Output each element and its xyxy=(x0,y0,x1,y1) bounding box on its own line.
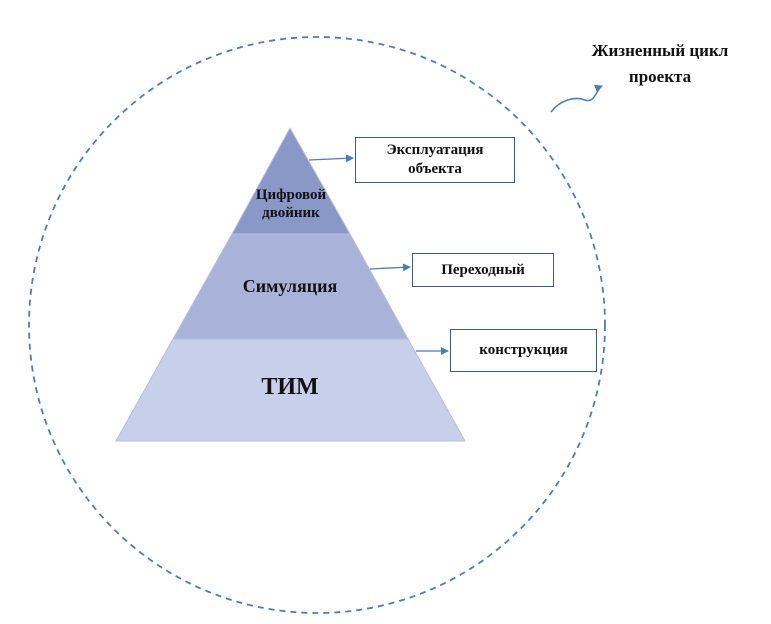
lifecycle-label: Жизненный цикл проекта xyxy=(565,38,755,90)
pyramid-middle-label: Симуляция xyxy=(242,276,338,296)
lifecycle-label-line1: Жизненный цикл xyxy=(591,41,729,60)
pyramid-tier-top xyxy=(231,126,351,235)
operation-stage-line2: объекта xyxy=(408,161,462,177)
pyramid-top-label: Цифровой двойник xyxy=(236,186,346,222)
lifecycle-connector-arrow xyxy=(550,84,603,113)
pyramid-bottom-label: ТИМ xyxy=(261,374,319,400)
operation-connector-arrow xyxy=(308,154,354,163)
pyramid-top-label-line1: Цифровой xyxy=(255,187,327,203)
operation-stage-box: Эксплуатация объекта xyxy=(355,137,515,183)
construction-stage-box: конструкция xyxy=(450,329,597,372)
lifecycle-label-line2: проекта xyxy=(628,67,692,86)
transition-connector-arrow xyxy=(369,263,411,272)
lifecycle-boundary-circle xyxy=(28,36,606,614)
operation-stage-line1: Эксплуатация xyxy=(386,142,484,158)
transition-stage-box: Переходный xyxy=(412,253,554,287)
pyramid-top-label-line2: двойник xyxy=(262,205,320,221)
